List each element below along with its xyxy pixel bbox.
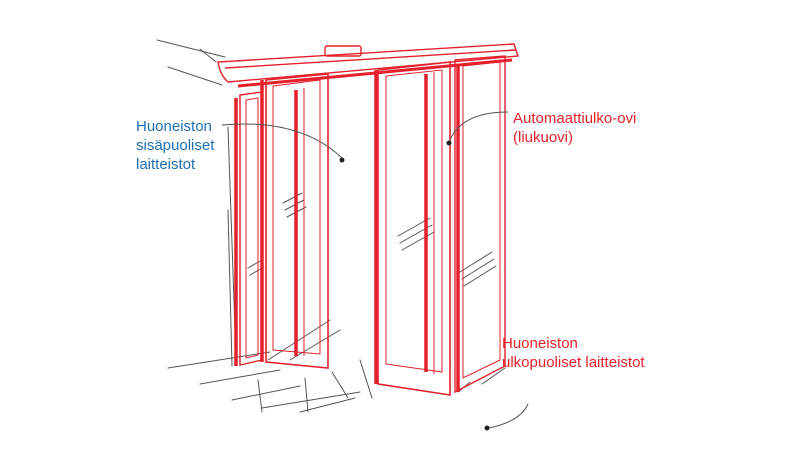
label-line: laitteistot: [136, 156, 196, 173]
label-line: Huoneiston: [136, 118, 212, 135]
door-panels: [234, 55, 506, 396]
outdoor-equipment-label: Huoneiston ulkopuoliset laitteistot: [502, 334, 645, 372]
callout-leaders: [221, 111, 529, 429]
label-line: Automaattiulko-ovi: [513, 110, 637, 127]
label-line: ulkopuoliset laitteistot: [502, 354, 645, 371]
indoor-equipment-label: Huoneiston sisäpuoliset laitteistot: [136, 117, 214, 174]
label-line: Huoneiston: [502, 335, 578, 352]
label-line: (liukuovi): [513, 129, 574, 146]
door-sensor: [324, 45, 362, 57]
label-line: sisäpuoliset: [136, 137, 215, 154]
room-lines: [156, 39, 506, 413]
sliding-door-label: Automaattiulko-ovi (liukuovi): [513, 109, 636, 147]
callout-dots: [339, 140, 490, 431]
